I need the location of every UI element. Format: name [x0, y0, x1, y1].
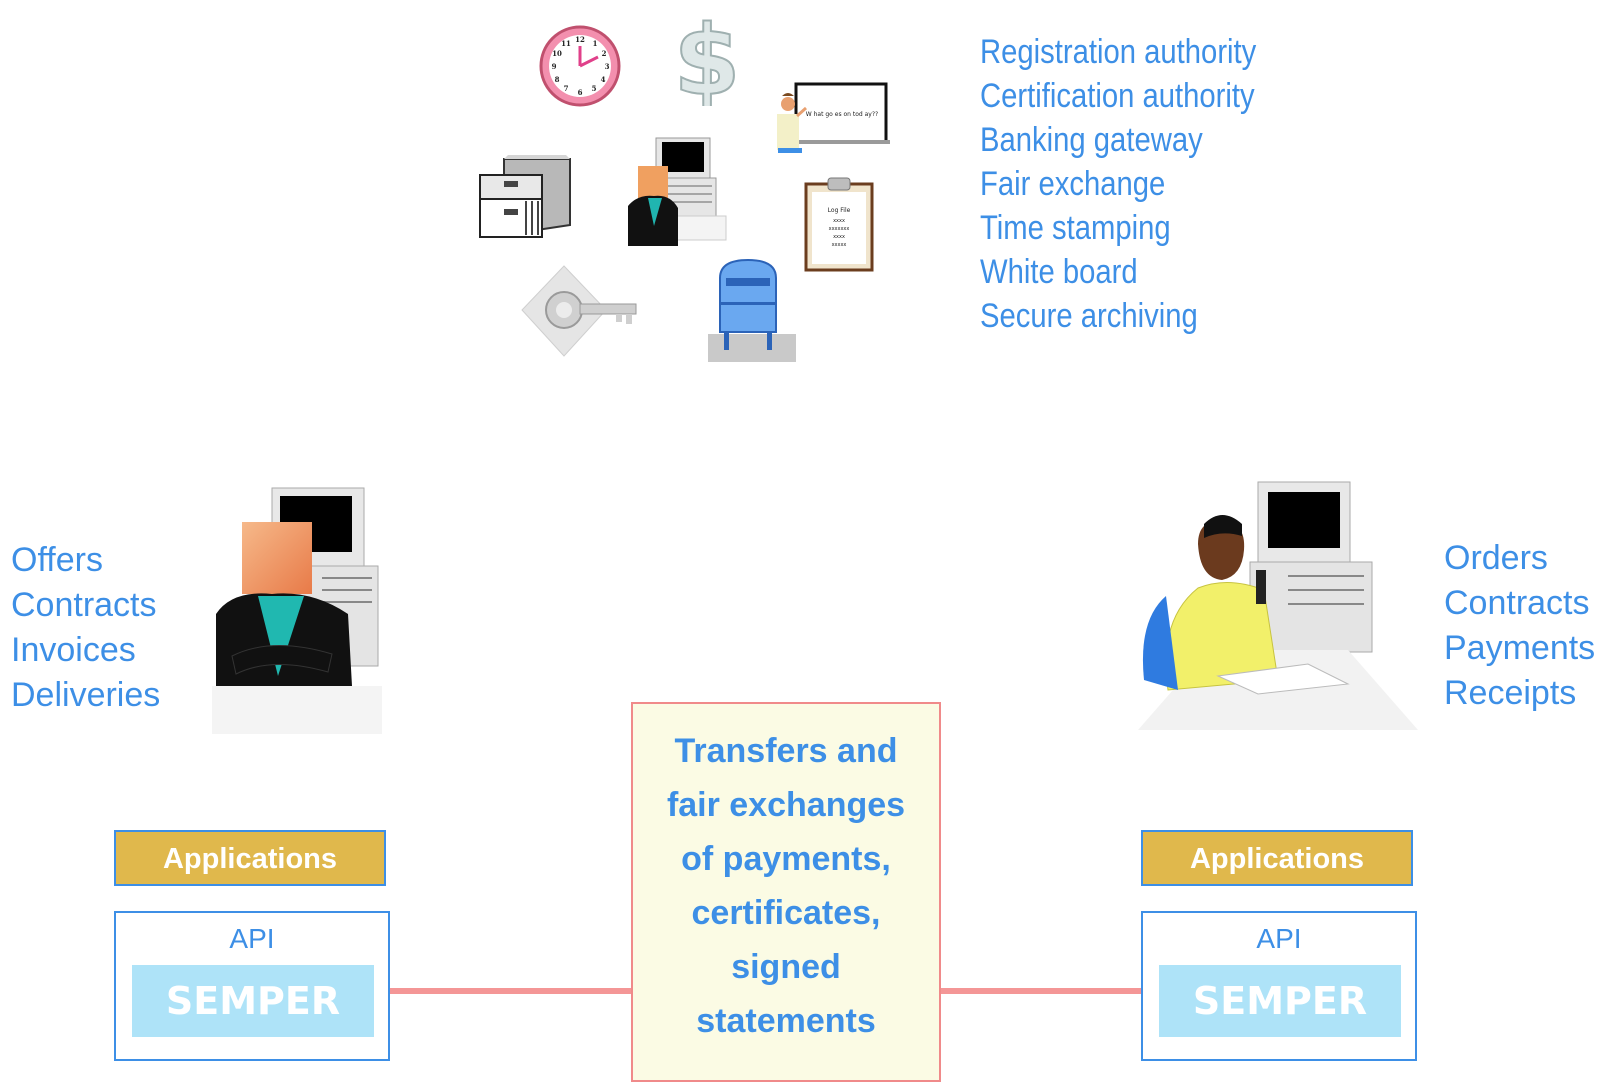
- exchange-line: signed: [731, 948, 841, 986]
- exchange-line: statements: [696, 1002, 876, 1040]
- key-icon: [521, 265, 637, 357]
- right-connection-line: [941, 988, 1141, 994]
- log-file-icon: Log File xxxx xxxxxxx xxxx xxxxx: [804, 177, 874, 272]
- left-item-offers: Offers: [11, 541, 103, 579]
- left-item-contracts: Contracts: [11, 586, 157, 624]
- right-item-contracts: Contracts: [1444, 584, 1590, 622]
- operator-icon: [628, 137, 727, 246]
- svg-text:11: 11: [561, 39, 571, 48]
- log-line: xxxxx: [832, 242, 847, 248]
- left-item-invoices: Invoices: [11, 631, 136, 669]
- left-item-deliveries: Deliveries: [11, 676, 161, 714]
- service-white-board: White board: [980, 253, 1138, 291]
- left-applications-box: Applications: [114, 830, 386, 886]
- right-api-label: API: [1256, 923, 1302, 954]
- log-line: xxxx: [833, 218, 845, 224]
- service-fair-exchange: Fair exchange: [980, 165, 1166, 203]
- exchange-line: certificates,: [691, 894, 881, 932]
- left-api-box: API SEMPER: [114, 911, 390, 1061]
- svg-text:9: 9: [552, 62, 557, 71]
- svg-text:6: 6: [578, 88, 583, 97]
- log-line: xxxx: [833, 234, 845, 240]
- mailbox-icon: [708, 258, 796, 362]
- service-certification-authority: Certification authority: [980, 77, 1255, 115]
- merchant-icon: [212, 487, 382, 734]
- left-semper-box: SEMPER: [132, 965, 374, 1037]
- svg-text:2: 2: [602, 49, 607, 58]
- exchange-line: Transfers and: [674, 732, 898, 770]
- whiteboard-text: W hat go es on tod ay??: [806, 111, 878, 118]
- right-api-box: API SEMPER: [1141, 911, 1417, 1061]
- svg-text:12: 12: [575, 35, 585, 44]
- service-time-stamping: Time stamping: [980, 209, 1171, 247]
- right-item-receipts: Receipts: [1444, 674, 1577, 712]
- svg-text:5: 5: [592, 84, 597, 93]
- service-registration-authority: Registration authority: [980, 33, 1257, 71]
- customer-icon: [1138, 481, 1418, 730]
- svg-text:1: 1: [593, 39, 598, 48]
- right-item-payments: Payments: [1444, 629, 1596, 667]
- exchange-text: Transfers and fair exchanges of payments…: [633, 724, 939, 1048]
- filing-cabinet-icon: [479, 155, 571, 238]
- right-semper-box: SEMPER: [1159, 965, 1401, 1037]
- log-line: xxxxxxx: [829, 226, 850, 232]
- service-secure-archiving: Secure archiving: [980, 297, 1198, 335]
- svg-text:8: 8: [555, 75, 560, 84]
- service-banking-gateway: Banking gateway: [980, 121, 1203, 159]
- svg-text:3: 3: [605, 62, 610, 71]
- svg-text:7: 7: [564, 84, 569, 93]
- left-connection-line: [390, 988, 631, 994]
- exchange-line: fair exchanges: [666, 786, 906, 824]
- exchange-box: Transfers and fair exchanges of payments…: [631, 702, 941, 1082]
- log-file-title: Log File: [828, 207, 851, 214]
- right-item-orders: Orders: [1444, 539, 1548, 577]
- left-api-label: API: [229, 923, 275, 954]
- svg-text:10: 10: [552, 49, 562, 58]
- svg-text:$: $: [674, 6, 741, 106]
- svg-text:4: 4: [601, 75, 606, 84]
- dollar-icon: $: [673, 6, 742, 106]
- whiteboard-icon: W hat go es on tod ay??: [777, 82, 890, 153]
- exchange-line: of payments,: [681, 840, 891, 878]
- right-applications-box: Applications: [1141, 830, 1413, 886]
